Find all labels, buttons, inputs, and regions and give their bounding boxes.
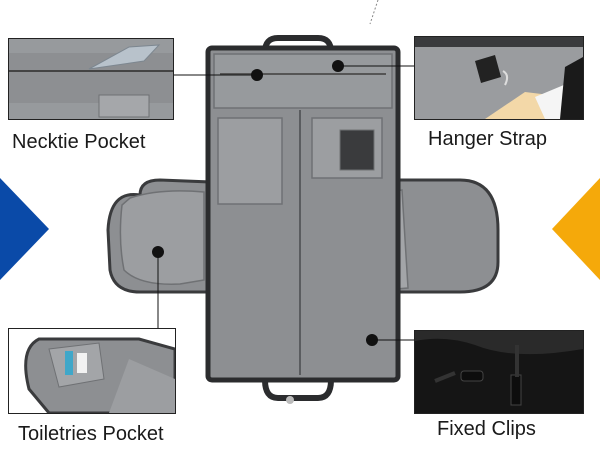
fixed-clips-caption: Fixed Clips (437, 418, 536, 440)
right-arrow-icon[interactable] (552, 178, 600, 280)
left-arrow-icon[interactable] (0, 178, 50, 280)
hanger-strap-caption: Hanger Strap (428, 128, 547, 150)
necktie-pocket-caption: Necktie Pocket (12, 131, 146, 153)
hanger-strap-inset (414, 36, 584, 120)
toiletries-pocket-inset (8, 328, 176, 414)
fixed-clips-inset (414, 330, 584, 414)
toiletries-pocket-caption: Toiletries Pocket (18, 423, 164, 445)
garment-bag-photo (100, 30, 502, 408)
necktie-pocket-inset (8, 38, 174, 120)
